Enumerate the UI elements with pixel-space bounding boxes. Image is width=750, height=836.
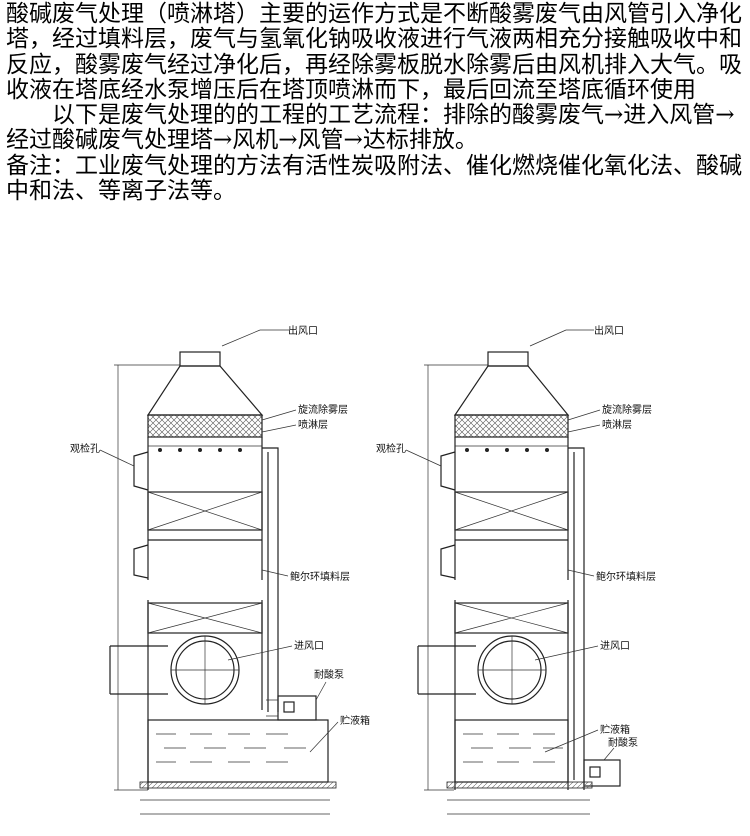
label-inlet: 进风口 — [600, 640, 630, 652]
label-tank: 贮液箱 — [340, 714, 370, 727]
label-outlet: 出风口 — [594, 324, 624, 337]
packing-lower — [454, 602, 569, 634]
top-cone — [146, 365, 264, 416]
demister-layer — [454, 414, 569, 438]
label-spray: 喷淋层 — [298, 418, 328, 431]
label-inlet: 进风口 — [294, 640, 324, 652]
paragraph-flow: 以下是废气处理的的工程的工艺流程：排除的酸雾废气→进入风管→经过酸碱废气处理塔→… — [6, 102, 735, 154]
spray-nozzles — [158, 448, 242, 452]
label-demister: 旋流除雾层 — [602, 403, 652, 416]
packing-lower — [147, 602, 263, 634]
packing-upper — [147, 491, 263, 531]
label-packing: 鲍尔环填料层 — [596, 570, 656, 583]
label-outlet: 出风口 — [288, 324, 318, 337]
pump-box — [583, 759, 621, 787]
liquid-tank — [454, 719, 569, 783]
spray-nozzles — [465, 448, 549, 452]
right-tower: 出风口 旋流除雾层 喷淋层 观检孔 鲍尔环填料层 进风口 贮液箱 耐酸泵 — [376, 324, 656, 815]
label-packing: 鲍尔环填料层 — [290, 570, 350, 583]
description-text: 酸碱废气处理（喷淋塔）主要的运作方式是不断酸雾废气由风管引入净化塔，经过填料层，… — [6, 1, 746, 205]
liquid-tank — [147, 719, 329, 783]
demister-layer — [147, 414, 263, 438]
left-tower: 出风口 旋流除雾层 喷淋层 观检孔 鲍尔环填料层 进风口 耐酸泵 贮液箱 — [70, 324, 370, 815]
label-inspection: 观检孔 — [376, 442, 406, 455]
label-inspection: 观检孔 — [70, 442, 100, 455]
outlet-stub — [179, 351, 221, 367]
label-demister: 旋流除雾层 — [298, 403, 348, 416]
label-tank: 贮液箱 — [600, 723, 630, 736]
packing-upper — [454, 491, 569, 531]
top-cone — [453, 365, 570, 416]
label-pump: 耐酸泵 — [314, 668, 344, 681]
label-pump: 耐酸泵 — [608, 736, 638, 749]
outlet-stub — [487, 351, 529, 367]
label-spray: 喷淋层 — [602, 418, 632, 431]
paragraph-note: 备注：工业废气处理的方法有活性炭吸附法、催化燃烧催化氧化法、酸碱中和法、等离子法… — [6, 152, 742, 205]
paragraph-process: 酸碱废气处理（喷淋塔）主要的运作方式是不断酸雾废气由风管引入净化塔，经过填料层，… — [6, 1, 742, 103]
